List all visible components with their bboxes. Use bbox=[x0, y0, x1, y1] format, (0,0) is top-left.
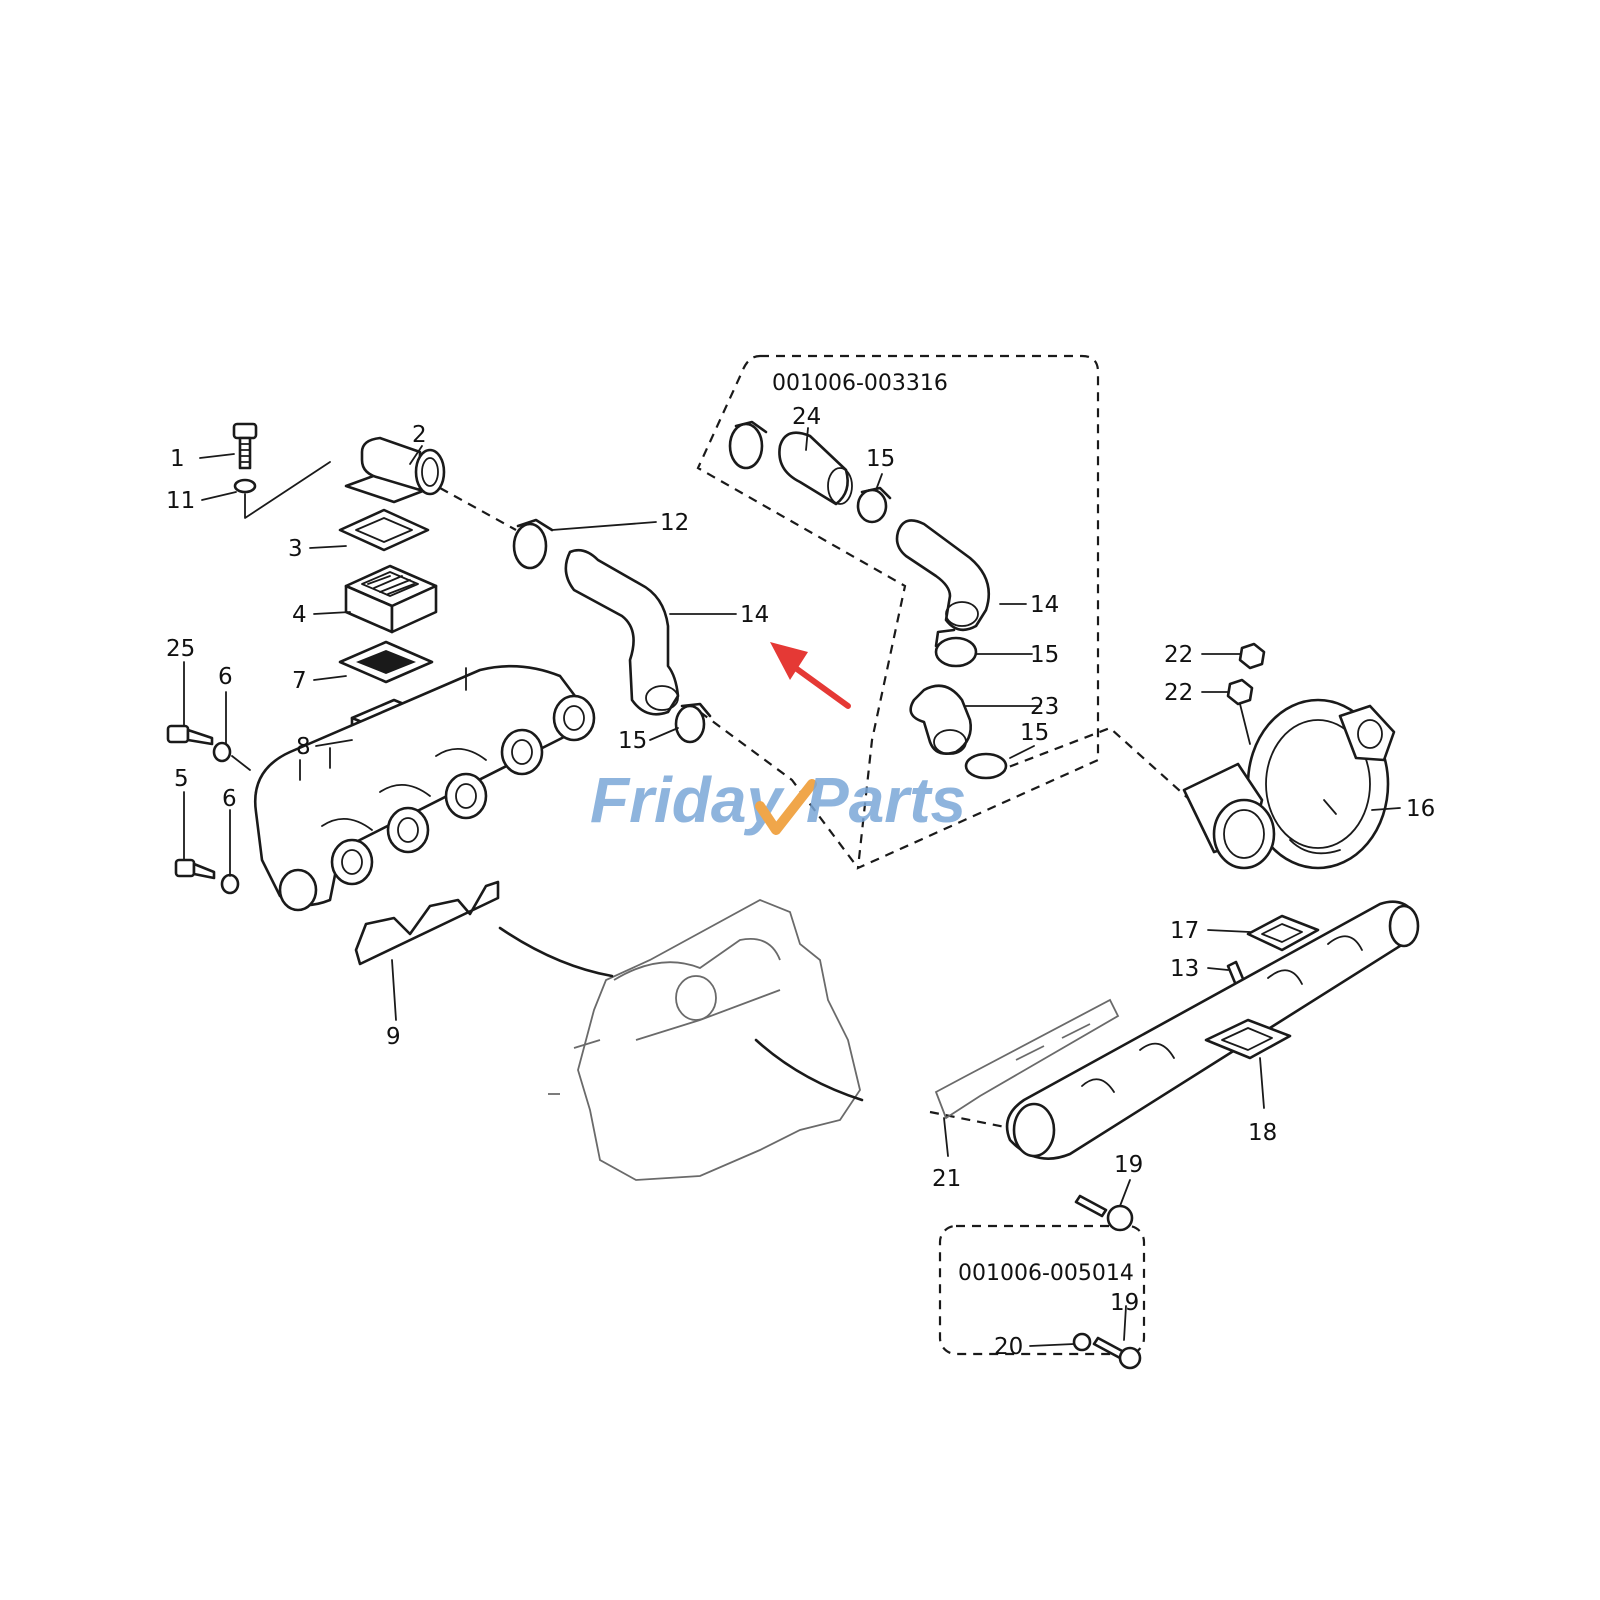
flow-line-manifold bbox=[929, 1110, 1011, 1130]
label-part-15a: 15 bbox=[618, 728, 647, 754]
turbocharger-part-16 bbox=[1182, 698, 1396, 870]
watermark-text-left: Friday bbox=[590, 764, 785, 836]
washer-part-6-lower bbox=[220, 873, 240, 895]
gasket-part-17 bbox=[1246, 914, 1320, 952]
hose-clamp-part-15d bbox=[964, 752, 1008, 780]
label-part-16: 16 bbox=[1406, 796, 1435, 822]
elbow-hose-part-23 bbox=[909, 684, 972, 755]
label-part-5: 5 bbox=[174, 766, 189, 792]
label-part-4: 4 bbox=[292, 602, 307, 628]
group-code-lower: 001006-005014 bbox=[958, 1261, 1134, 1286]
bolt-part-5 bbox=[174, 858, 216, 880]
label-part-18: 18 bbox=[1248, 1120, 1277, 1146]
flow-line-turbo bbox=[979, 726, 1191, 801]
bolt-leader-line bbox=[244, 461, 331, 519]
mesh-gasket-part-7 bbox=[338, 640, 434, 684]
label-part-11: 11 bbox=[166, 488, 195, 514]
flow-line-hose-to-turbo bbox=[699, 711, 859, 869]
label-part-8: 8 bbox=[296, 734, 311, 760]
red-arrow-icon bbox=[770, 642, 851, 709]
ghost-rail-part-21 bbox=[934, 998, 1120, 1120]
intake-manifold-part-9 bbox=[253, 664, 596, 966]
label-part-22a: 22 bbox=[1164, 642, 1193, 668]
label-part-15c: 15 bbox=[1030, 642, 1059, 668]
nut-leader bbox=[1239, 703, 1251, 745]
sleeve-part-24 bbox=[778, 431, 853, 506]
nut-part-22b bbox=[1226, 678, 1254, 706]
label-part-19a: 19 bbox=[1114, 1152, 1143, 1178]
nut-part-22a bbox=[1238, 642, 1266, 670]
washer-part-11 bbox=[233, 478, 257, 494]
label-part-7: 7 bbox=[292, 668, 307, 694]
label-part-12: 12 bbox=[660, 510, 689, 536]
label-part-2: 2 bbox=[412, 422, 427, 448]
label-part-13: 13 bbox=[1170, 956, 1199, 982]
label-part-22b: 22 bbox=[1164, 680, 1193, 706]
washer-part-6-upper bbox=[212, 741, 232, 763]
label-part-23: 23 bbox=[1030, 694, 1059, 720]
label-part-17: 17 bbox=[1170, 918, 1199, 944]
hose-clamp-part-15a bbox=[674, 702, 712, 744]
label-part-3: 3 bbox=[288, 536, 303, 562]
elbow-outlet-part-2 bbox=[344, 436, 446, 504]
washer-part-20 bbox=[1072, 1332, 1092, 1352]
hose-clamp-part-12 bbox=[512, 518, 554, 570]
leader-6-upper bbox=[231, 755, 251, 771]
checkmark-icon bbox=[755, 779, 817, 835]
group-box-upper bbox=[696, 354, 1100, 870]
engine-block-outline bbox=[498, 899, 864, 1181]
label-part-19b: 19 bbox=[1110, 1290, 1139, 1316]
group-box-lower bbox=[938, 1224, 1146, 1356]
intercooler-part-4 bbox=[344, 564, 438, 634]
label-part-25: 25 bbox=[166, 636, 195, 662]
bolt-part-19-variant bbox=[1092, 1336, 1142, 1370]
hose-clamp-part-15c bbox=[934, 628, 978, 668]
hose-clamp-part-15b bbox=[856, 486, 892, 524]
label-part-24: 24 bbox=[792, 404, 821, 430]
intake-hose-part-14 bbox=[564, 548, 680, 716]
label-part-15d: 15 bbox=[1020, 720, 1049, 746]
group-code-upper: 001006-003316 bbox=[772, 371, 948, 396]
label-part-6a: 6 bbox=[218, 664, 233, 690]
label-part-14a: 14 bbox=[740, 602, 769, 628]
intake-hose-part-14-variant bbox=[895, 519, 991, 632]
exhaust-manifold-part-18 bbox=[1005, 900, 1420, 1160]
label-part-21: 21 bbox=[932, 1166, 961, 1192]
label-part-15b: 15 bbox=[866, 446, 895, 472]
label-part-1: 1 bbox=[170, 446, 185, 472]
watermark-text-right: Parts bbox=[806, 764, 966, 836]
leader-lines bbox=[183, 427, 1401, 1347]
label-part-6b: 6 bbox=[222, 786, 237, 812]
label-part-9: 9 bbox=[386, 1024, 401, 1050]
watermark-logo: Friday Parts bbox=[590, 764, 966, 836]
flow-line-elbow-to-clamp bbox=[439, 487, 517, 531]
gasket-part-3 bbox=[338, 508, 430, 552]
label-part-14b: 14 bbox=[1030, 592, 1059, 618]
bolt-part-25 bbox=[166, 724, 214, 746]
label-part-20: 20 bbox=[994, 1334, 1023, 1360]
hose-clamp-part-24-ring bbox=[728, 420, 768, 470]
bolt-part-1 bbox=[232, 422, 258, 470]
